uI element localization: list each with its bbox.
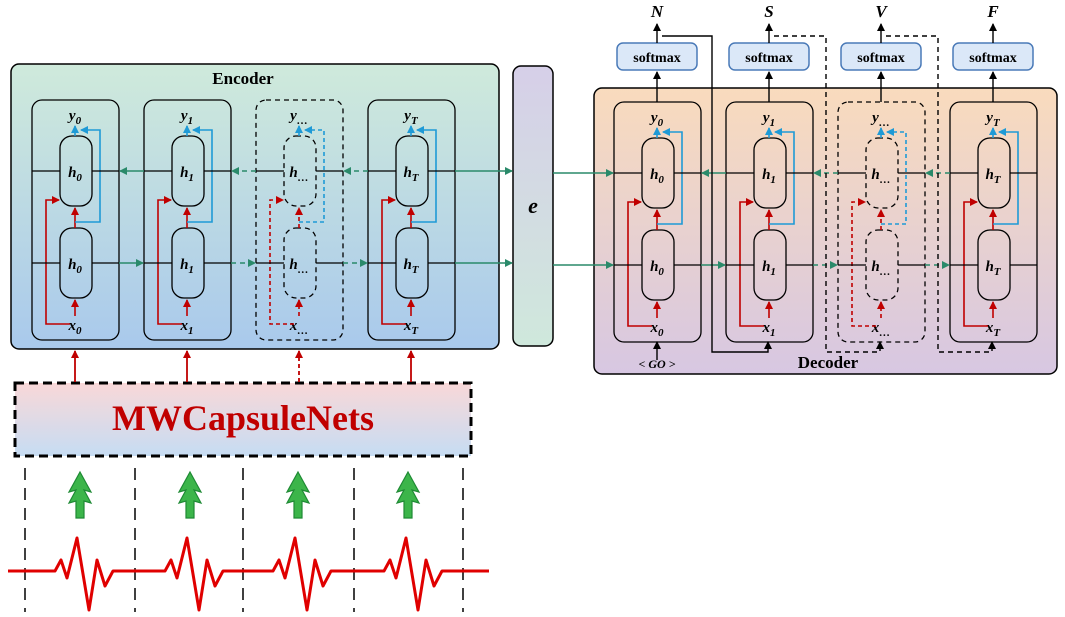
dec-x-skip-arrow [963, 198, 988, 327]
green-arrow-shape-0 [67, 470, 93, 519]
enc-y-sub: 1 [188, 115, 194, 127]
dec-x-sub: 1 [770, 327, 776, 339]
dec-y-sub: 1 [770, 117, 776, 129]
enc-x-skip-arrow [269, 196, 294, 325]
dec-x-skip-arrow [851, 198, 876, 327]
feedback-N-to-x1 [662, 35, 772, 353]
dec-x-sub: T [993, 327, 1001, 339]
enc-skip-to-y-arrow [75, 126, 101, 223]
output-label-V: V [875, 2, 888, 21]
output-label-S: S [764, 2, 773, 21]
dec-x-sub: … [879, 327, 890, 339]
enc-h-top-sub: 0 [76, 172, 82, 184]
ecg-signal-region [8, 468, 489, 612]
green-arrow-shape-3 [395, 470, 421, 519]
enc-x-sub: T [411, 325, 419, 337]
enc-h-bottom-sub: T [412, 264, 420, 276]
enc-h-bottom-sub: 1 [188, 264, 194, 276]
green-up-arrow-icon [67, 470, 93, 519]
enc-h-bottom-sub: 0 [76, 264, 82, 276]
dec-h-top-sub: 0 [658, 174, 664, 186]
dec-h-top-sub: T [994, 174, 1002, 186]
enc-cell-frame [143, 99, 232, 341]
green-arrow-shape-2 [285, 470, 311, 519]
dec-x-skip-arrow [739, 198, 764, 327]
enc-skip-to-y-arrow [299, 126, 325, 223]
encoder-panel [10, 63, 500, 350]
capsulenets-box [13, 381, 473, 458]
enc-skip-to-y-arrow [187, 126, 213, 223]
green-up-arrow-icon [177, 470, 203, 519]
softmax-label-3: softmax [969, 51, 1016, 66]
dec-h-bottom-sub: … [880, 266, 891, 278]
enc-y-sub: … [297, 115, 308, 127]
dec-h-bottom-sub: 1 [770, 266, 776, 278]
softmax-label-0: softmax [633, 51, 680, 66]
dec-y-sub: … [879, 117, 890, 129]
enc-h-top-sub: 1 [188, 172, 194, 184]
dec-h-bottom-sub: 0 [658, 266, 664, 278]
enc-h-top-sub: T [412, 172, 420, 184]
enc-cell-frame [255, 99, 344, 341]
enc-x-sub: 0 [76, 325, 82, 337]
enc-x-skip-arrow [381, 196, 406, 325]
dec-skip-to-y-arrow [993, 128, 1019, 225]
output-label-N: N [650, 2, 664, 21]
softmax-label-2: softmax [857, 51, 904, 66]
enc-x-skip-arrow [157, 196, 182, 325]
ecg-waveform [8, 536, 489, 612]
dec-h-bottom-sub: T [994, 266, 1002, 278]
context-arrows [455, 167, 614, 269]
encoder-title: Encoder [212, 69, 274, 88]
dec-h-top-sub: 1 [770, 174, 776, 186]
dec-x-sub: 0 [658, 327, 664, 339]
enc-x-sub: 1 [188, 325, 194, 337]
enc-cell-frame [367, 99, 456, 341]
feedback-V-to-xT [886, 35, 996, 353]
dec-skip-to-y-arrow [657, 128, 683, 225]
green-arrow-shape-1 [177, 470, 203, 519]
capsule-to-encoder-arrows [71, 350, 415, 382]
context-vector [512, 65, 554, 347]
go-token: < GO > [638, 357, 675, 371]
feedback-S-to-x-dots [774, 35, 884, 353]
dec-x-skip-arrow [627, 198, 652, 327]
enc-cell-frame [31, 99, 120, 341]
enc-skip-to-y-arrow [411, 126, 437, 223]
context-label: e [528, 193, 538, 218]
dec-y-sub: T [993, 117, 1001, 129]
dec-y-sub: 0 [658, 117, 664, 129]
dec-skip-to-y-arrow [769, 128, 795, 225]
softmax-label-1: softmax [745, 51, 792, 66]
dec-h-top-sub: … [880, 174, 891, 186]
enc-y-sub: 0 [76, 115, 82, 127]
green-up-arrow-icon [395, 470, 421, 519]
output-label-F: F [986, 2, 999, 21]
enc-x-skip-arrow [45, 196, 70, 325]
decoder-title: Decoder [798, 353, 859, 372]
enc-x-sub: … [297, 325, 308, 337]
capsulenets-label: MWCapsuleNets [112, 398, 374, 438]
enc-h-top-sub: … [298, 172, 309, 184]
enc-h-bottom-sub: … [298, 264, 309, 276]
dec-skip-to-y-arrow [881, 128, 907, 225]
enc-y-sub: T [411, 115, 419, 127]
green-up-arrow-icon [285, 470, 311, 519]
